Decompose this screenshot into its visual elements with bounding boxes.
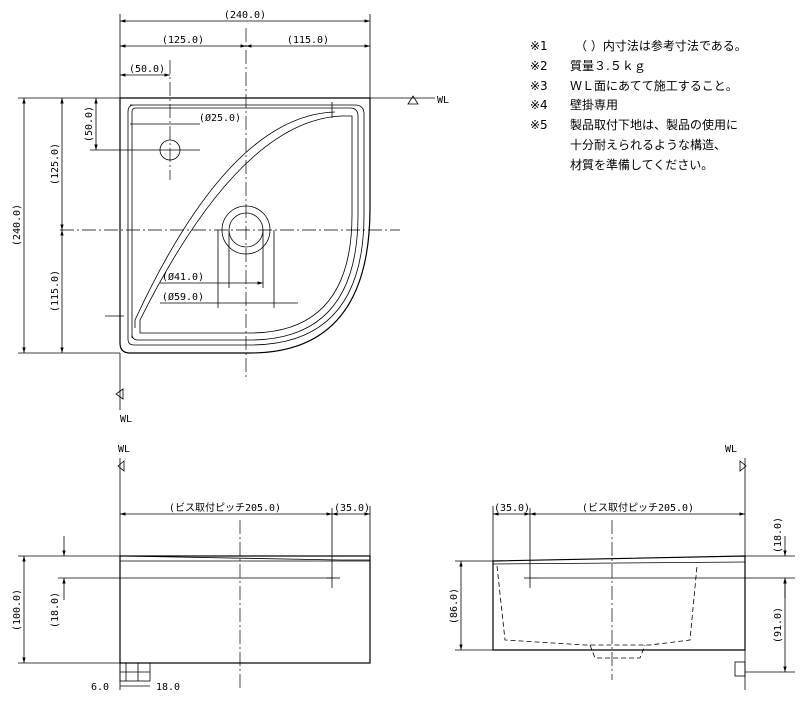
label-total-depth: (240.0) (12, 204, 23, 246)
plan-rim-inner (131, 107, 359, 341)
note-text-3: ＷＬ面にあてて施工すること。 (570, 79, 738, 93)
label-total-width: (240.0) (224, 10, 266, 21)
notes-block: ※1 （ ）内寸法は参考寸法である。 ※2 質量３.５ｋｇ ※3 ＷＬ面にあてて… (530, 38, 747, 172)
label-side-edge: (35.0) (494, 503, 530, 514)
front-body (119, 555, 371, 664)
note-mark-2: ※2 (530, 59, 548, 73)
plan-view: (240.0) (125.0) (115.0) (50.0) (Ø25.0) (… (12, 10, 449, 425)
label-top-depth: (125.0) (50, 143, 61, 185)
label-tap-hole: (Ø25.0) (199, 112, 241, 124)
label-drain-outer: (Ø59.0) (162, 291, 204, 303)
note-text-6: 十分耐えられるような構造、 (570, 138, 726, 152)
wl-triangle-top (407, 95, 419, 105)
label-front-dim-b: 18.0 (156, 682, 180, 693)
note-text-2: 質量３.５ｋｇ (570, 58, 646, 73)
note-mark-3: ※3 (530, 79, 548, 93)
side-bowl-hidden (496, 565, 698, 646)
label-wl-left: WL (120, 414, 132, 425)
bowl-edge-curve (134, 111, 336, 328)
bowl-edge-inner (139, 115, 353, 334)
label-wl-top: WL (437, 95, 449, 106)
label-front-dim-a: 6.0 (91, 682, 109, 693)
note-text-5: 製品取付下地は、製品の使用に (570, 117, 738, 132)
note-text-1: （ ）内寸法は参考寸法である。 (575, 38, 747, 53)
label-front-pitch: (ビス取付ピッチ205.0) (169, 501, 281, 514)
side-wl-triangle (739, 460, 747, 472)
side-view: WL (35.0) (ビス取付ピッチ205.0) (86.0) (18.0) (… (449, 444, 795, 690)
label-front-edge: (35.0) (334, 503, 370, 514)
label-front-height: (100.0) (12, 589, 23, 631)
label-wl-side: WL (725, 444, 737, 455)
note-mark-1: ※1 (530, 39, 548, 53)
side-body (492, 555, 746, 651)
wl-triangle-left (115, 388, 124, 400)
label-bottom-depth: (115.0) (50, 270, 61, 312)
label-drain-inner: (Ø41.0) (162, 271, 204, 283)
label-wl-front: WL (118, 444, 130, 455)
label-side-lower: (91.0) (773, 607, 784, 643)
front-view: WL (ビス取付ピッチ205.0) (35.0) (100.0) (18.0) … (12, 444, 371, 693)
label-left-width: (125.0) (162, 35, 204, 46)
side-rim (492, 561, 746, 565)
front-wl-triangle (117, 460, 125, 472)
plan-rim-outline (127, 104, 365, 346)
label-tap-offset-x: (50.0) (129, 64, 165, 75)
front-slope (119, 555, 370, 561)
side-bracket (734, 661, 746, 677)
plan-outer-outline (119, 97, 371, 354)
label-front-screw: (18.0) (50, 592, 61, 628)
note-text-4: 壁掛専用 (570, 97, 618, 112)
label-right-width: (115.0) (287, 35, 329, 46)
side-drain-hidden (589, 644, 646, 659)
label-side-pitch: (ビス取付ピッチ205.0) (582, 501, 694, 514)
note-mark-4: ※4 (530, 98, 548, 112)
label-tap-offset-y: (50.0) (84, 106, 95, 142)
note-mark-5: ※5 (530, 118, 548, 132)
note-text-7: 材質を準備してください。 (570, 157, 713, 172)
label-side-top: (18.0) (773, 517, 784, 553)
label-side-bowl-depth: (86.0) (449, 588, 460, 624)
